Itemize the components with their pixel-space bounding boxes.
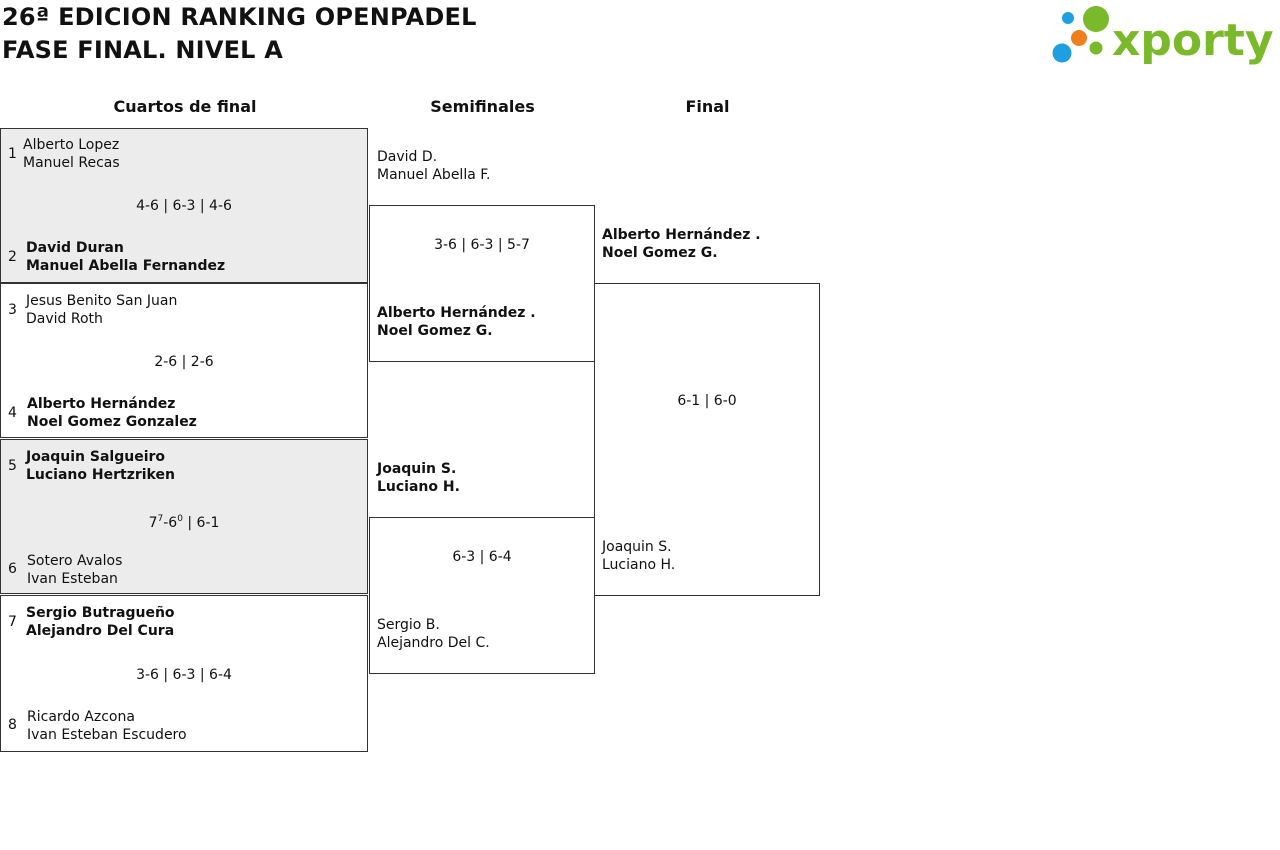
quarterfinal-match-4: 7 Sergio Butragueño Alejandro Del Cura 3… bbox=[0, 595, 368, 752]
final-match: 6-1 | 6-0 Joaquin S. Luciano H. bbox=[594, 283, 820, 596]
tiebreak-team-a: 7 bbox=[157, 514, 164, 524]
seed-number: 7 bbox=[8, 614, 17, 630]
semifinal-2-team-a-player-1: Joaquin S. bbox=[377, 461, 457, 477]
match-score: 2-6 | 2-6 bbox=[154, 354, 214, 370]
tiebreak-team-b: 0 bbox=[177, 514, 183, 524]
winning-team-player-1: Alberto Hernández bbox=[27, 396, 176, 412]
round-quarterfinals-heading: Cuartos de final bbox=[113, 97, 257, 116]
match-score: 4-6 | 6-3 | 4-6 bbox=[136, 198, 232, 214]
logo-dot-blue bbox=[1052, 43, 1072, 63]
seed-number: 3 bbox=[8, 302, 17, 318]
logo-dot-blue-small bbox=[1062, 12, 1074, 24]
winning-team-player-1: Alberto Hernández . bbox=[377, 305, 536, 321]
quarterfinal-match-2: 3 Jesus Benito San Juan David Roth 2-6 |… bbox=[0, 283, 368, 438]
semifinal-1-team-a-player-2: Manuel Abella F. bbox=[377, 167, 491, 183]
team-player-1: Jesus Benito San Juan bbox=[26, 293, 178, 309]
match-score: 6-3 | 6-4 bbox=[452, 549, 512, 565]
seed-number: 1 bbox=[8, 146, 17, 162]
winning-team-player-2: Noel Gomez Gonzalez bbox=[27, 414, 197, 430]
team-player-2: Ivan Esteban bbox=[27, 571, 118, 587]
round-semifinals-heading: Semifinales bbox=[430, 97, 535, 116]
semifinal-1-team-a-player-1: David D. bbox=[377, 149, 438, 165]
team-player-2: Luciano H. bbox=[602, 557, 676, 573]
team-player-1: Sotero Avalos bbox=[27, 553, 123, 569]
match-score: 3-6 | 6-3 | 6-4 bbox=[136, 667, 232, 683]
remaining-sets: | 6-1 bbox=[182, 515, 220, 531]
seed-number: 6 bbox=[8, 561, 17, 577]
round-final-heading: Final bbox=[685, 97, 730, 116]
winning-team-player-2: Alejandro Del Cura bbox=[26, 623, 175, 639]
logo-text: xporty bbox=[1112, 15, 1274, 66]
team-player-2: David Roth bbox=[26, 311, 103, 327]
team-player-1: Ricardo Azcona bbox=[27, 709, 135, 725]
winning-team-player-1: Sergio Butragueño bbox=[26, 605, 175, 621]
quarterfinal-match-3: 5 Joaquin Salgueiro Luciano Hertzriken 7… bbox=[0, 439, 368, 594]
set1-team-b-games: 6 bbox=[168, 515, 178, 531]
logo-dot-green bbox=[1083, 6, 1109, 32]
seed-number: 5 bbox=[8, 458, 17, 474]
seed-number: 4 bbox=[8, 405, 17, 421]
page-title: 26ª EDICION RANKING OPENPADEL bbox=[2, 3, 477, 31]
logo-dot-green-small bbox=[1089, 41, 1103, 55]
final-team-a-player-1: Alberto Hernández . bbox=[602, 227, 761, 243]
team-player-1: Joaquin S. bbox=[602, 539, 672, 555]
winning-team-player-2: Noel Gomez G. bbox=[377, 323, 493, 339]
team-player-2: Manuel Recas bbox=[23, 155, 120, 171]
winning-team-player-2: Manuel Abella Fernandez bbox=[26, 258, 226, 274]
winning-team-player-1: David Duran bbox=[26, 240, 124, 256]
team-player-2: Alejandro Del C. bbox=[377, 635, 490, 651]
winning-team-player-1: Joaquin Salgueiro bbox=[26, 449, 166, 465]
seed-number: 2 bbox=[8, 249, 17, 265]
semifinal-match-1: 3-6 | 6-3 | 5-7 Alberto Hernández . Noel… bbox=[369, 205, 595, 362]
winning-team-player-2: Luciano Hertzriken bbox=[26, 467, 175, 483]
match-score: 3-6 | 6-3 | 5-7 bbox=[434, 237, 530, 253]
final-team-a-player-2: Noel Gomez G. bbox=[602, 245, 718, 261]
set1-team-a-games: 7 bbox=[148, 515, 158, 531]
semifinal-match-2: 6-3 | 6-4 Sergio B. Alejandro Del C. bbox=[369, 517, 595, 674]
team-player-1: Alberto Lopez bbox=[23, 137, 120, 153]
xporty-logo: xporty bbox=[1052, 6, 1274, 66]
seed-number: 8 bbox=[8, 717, 17, 733]
team-player-2: Ivan Esteban Escudero bbox=[27, 727, 187, 743]
quarterfinal-match-1: 1 Alberto Lopez Manuel Recas 4-6 | 6-3 |… bbox=[0, 128, 368, 283]
page-subtitle: FASE FINAL. NIVEL A bbox=[2, 36, 284, 64]
logo-dot-orange bbox=[1071, 30, 1087, 46]
team-player-1: Sergio B. bbox=[377, 617, 440, 633]
match-score: 77-60 | 6-1 bbox=[148, 514, 220, 531]
match-score: 6-1 | 6-0 bbox=[677, 393, 737, 409]
semifinal-2-team-a-player-2: Luciano H. bbox=[377, 479, 460, 495]
